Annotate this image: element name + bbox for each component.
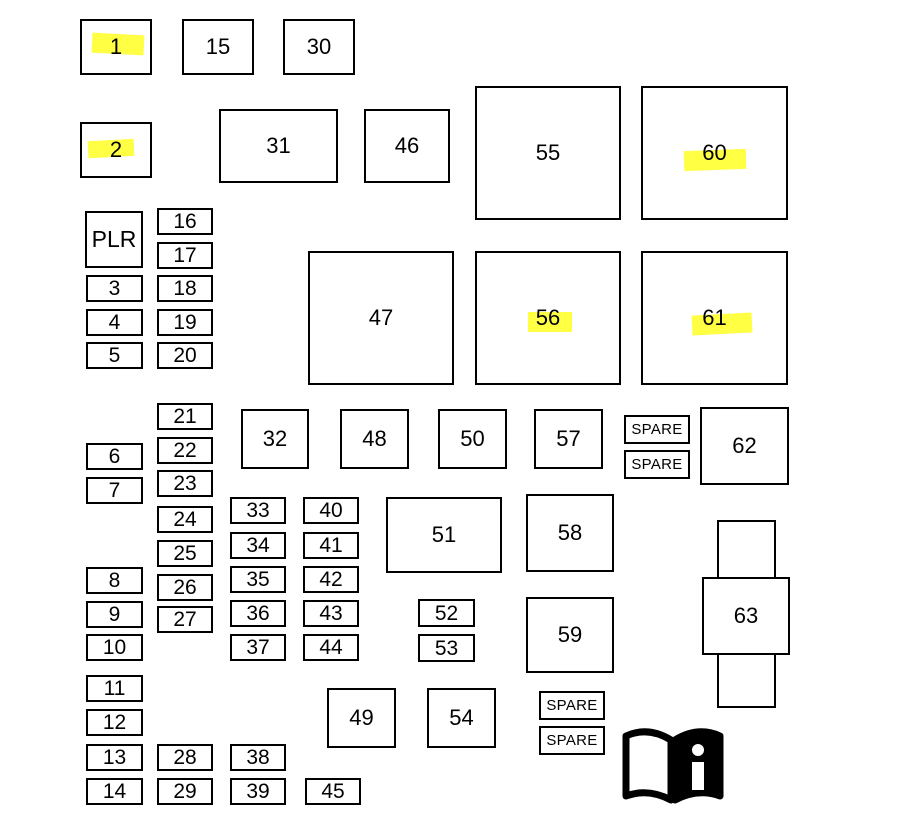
fuse-21: 21 — [157, 403, 213, 430]
relay-50: 50 — [438, 409, 507, 469]
fuse-18: 18 — [157, 275, 213, 302]
owners-manual-info-icon — [622, 728, 724, 804]
spare-fuse: SPARE — [539, 726, 605, 755]
relay-63: 63 — [702, 577, 790, 655]
relay-58: 58 — [526, 494, 614, 572]
relay-57: 57 — [534, 409, 603, 469]
fuse-14: 14 — [86, 778, 143, 805]
fuse-19: 19 — [157, 309, 213, 336]
fuse-2: 2 — [80, 122, 152, 178]
relay-60: 60 — [641, 86, 788, 220]
relay-56: 56 — [475, 251, 621, 385]
fuse-52: 52 — [418, 599, 475, 627]
fuse-36: 36 — [230, 600, 286, 627]
fuse-13: 13 — [86, 744, 143, 771]
fuse-38: 38 — [230, 744, 286, 771]
fuse-41: 41 — [303, 532, 359, 559]
fuse-22: 22 — [157, 437, 213, 464]
fuse-5: 5 — [86, 342, 143, 369]
fuse-53: 53 — [418, 634, 475, 662]
fuse-25: 25 — [157, 540, 213, 567]
fuse-8: 8 — [86, 567, 143, 594]
relay-54: 54 — [427, 688, 496, 748]
highlight-mark — [528, 312, 572, 332]
fuse-42: 42 — [303, 566, 359, 593]
relay-51: 51 — [386, 497, 502, 573]
fuse-4: 4 — [86, 309, 143, 336]
relay-48: 48 — [340, 409, 409, 469]
relay-32: 32 — [241, 409, 309, 469]
spare-fuse: SPARE — [539, 691, 605, 720]
spare-fuse: SPARE — [624, 450, 690, 479]
fuse-44: 44 — [303, 634, 359, 661]
relay-61: 61 — [641, 251, 788, 385]
fuse-43: 43 — [303, 600, 359, 627]
relay-55: 55 — [475, 86, 621, 220]
fuse-16: 16 — [157, 208, 213, 235]
fuse-6: 6 — [86, 443, 143, 470]
fuse-39: 39 — [230, 778, 286, 805]
spare-fuse: SPARE — [624, 415, 690, 444]
fuse-45: 45 — [305, 778, 361, 805]
fuse-35: 35 — [230, 566, 286, 593]
fuse-20: 20 — [157, 342, 213, 369]
relay-46: 46 — [364, 109, 450, 183]
relay-59: 59 — [526, 597, 614, 673]
fuse-24: 24 — [157, 506, 213, 533]
fuse-26: 26 — [157, 574, 213, 601]
fuse-23: 23 — [157, 470, 213, 497]
fuse-15: 15 — [182, 19, 254, 75]
relay-63-bottom-tab — [717, 652, 776, 708]
fuse-30: 30 — [283, 19, 355, 75]
fuse-7: 7 — [86, 477, 143, 504]
relay-47: 47 — [308, 251, 454, 385]
plr: PLR — [85, 211, 143, 268]
fuse-11: 11 — [86, 675, 143, 702]
fuse-1: 1 — [80, 19, 152, 75]
relay-62: 62 — [700, 407, 789, 485]
fuse-27: 27 — [157, 606, 213, 633]
fuse-34: 34 — [230, 532, 286, 559]
fuse-3: 3 — [86, 275, 143, 302]
relay-31: 31 — [219, 109, 338, 183]
relay-63-top-tab — [717, 520, 776, 580]
fuse-40: 40 — [303, 497, 359, 524]
fuse-33: 33 — [230, 497, 286, 524]
fuse-17: 17 — [157, 242, 213, 269]
fuse-37: 37 — [230, 634, 286, 661]
fuse-12: 12 — [86, 709, 143, 736]
fuse-10: 10 — [86, 634, 143, 661]
fuse-28: 28 — [157, 744, 213, 771]
relay-49: 49 — [327, 688, 396, 748]
fuse-9: 9 — [86, 601, 143, 628]
fuse-29: 29 — [157, 778, 213, 805]
